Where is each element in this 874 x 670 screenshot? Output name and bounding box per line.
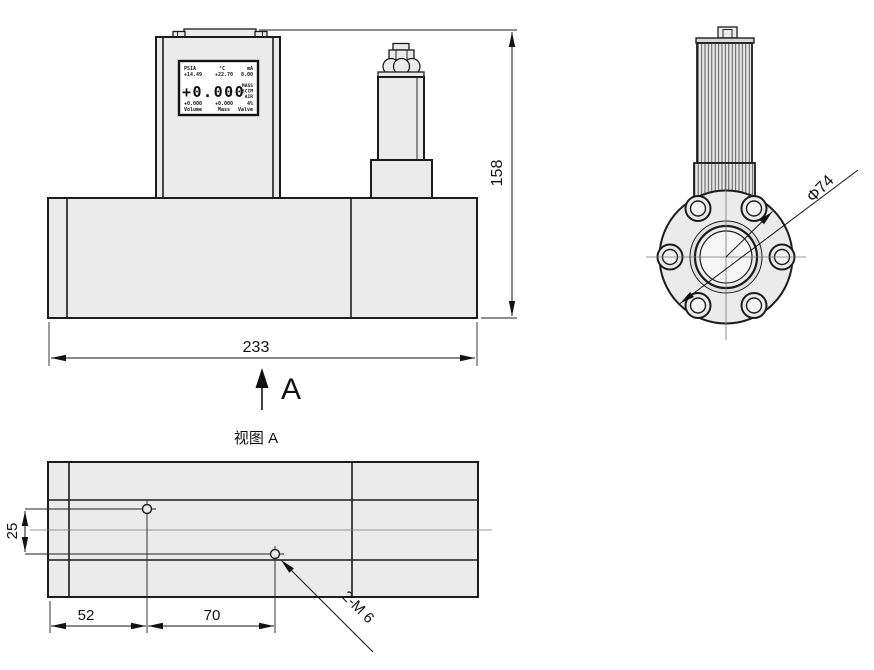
dimension-25-text: 25 (4, 523, 21, 540)
lcd-main-reading: +0.000 (182, 83, 245, 101)
lcd-temp-value: +22.70 (215, 72, 233, 78)
dimension-70-text: 70 (204, 607, 221, 624)
dimension-dia74-text: Φ74 (804, 172, 838, 206)
side-view: Φ74 (646, 26, 859, 340)
column-upper (696, 42, 753, 164)
valve-coil-body (377, 76, 425, 161)
lcd-valve-label: Valve (238, 107, 253, 113)
lcd-mass-label: Mass (218, 107, 230, 113)
lcd-unit-units: SCCM (242, 89, 253, 95)
bottom-view: 视图 A 25 52 70 (4, 430, 492, 653)
view-a-caption: 视图 A (234, 430, 278, 447)
flange (646, 166, 806, 340)
lcd-valve-value: 4% (247, 101, 253, 107)
lcd-screen: PSIA +14.49 °C +22.70 mA 8.00 +0.000 MAS… (177, 59, 260, 117)
lcd-unit-gas: AIR (245, 94, 254, 100)
lcd-volume-label: Volume (184, 107, 202, 113)
dimension-233: 233 (48, 322, 478, 366)
valve-top-stud (392, 42, 410, 51)
lcd-pressure-label: PSIA (184, 66, 196, 72)
lcd-temp-label: °C (219, 66, 225, 72)
lcd-screen-frame (177, 59, 260, 117)
view-a-arrowhead (255, 368, 269, 388)
view-a-letter: A (281, 373, 301, 406)
dimension-52-text: 52 (78, 607, 95, 624)
dimension-25: 25 (4, 511, 29, 552)
dimension-233-text: 233 (243, 339, 270, 356)
lcd-ma-label: mA (247, 66, 253, 72)
lcd-volume-value: +0.000 (184, 101, 202, 107)
front-view: PSIA +14.49 °C +22.70 mA 8.00 +0.000 MAS… (47, 28, 517, 410)
mount-hole-1 (25, 501, 156, 517)
bolt-holes (656, 195, 796, 319)
flow-body (47, 197, 478, 319)
bottom-body-block (47, 461, 479, 598)
lcd-unit-mode: MASS (242, 83, 253, 89)
solenoid-valve (370, 42, 433, 199)
dimension-158-text: 158 (489, 160, 506, 187)
lcd-mass-value: +0.000 (215, 101, 233, 107)
mount-hole-2 (25, 546, 284, 562)
dimension-52-70: 52 70 (49, 517, 276, 633)
flow-body-block (47, 197, 478, 319)
view-a-arrow: A (255, 368, 301, 410)
valve-base (370, 159, 433, 199)
ribbed-column (693, 37, 756, 212)
lcd-pressure-value: +14.49 (184, 72, 202, 78)
dimension-158: 158 (259, 29, 517, 319)
side-connector (717, 26, 738, 39)
lcd-ma-value: 8.00 (241, 72, 253, 78)
